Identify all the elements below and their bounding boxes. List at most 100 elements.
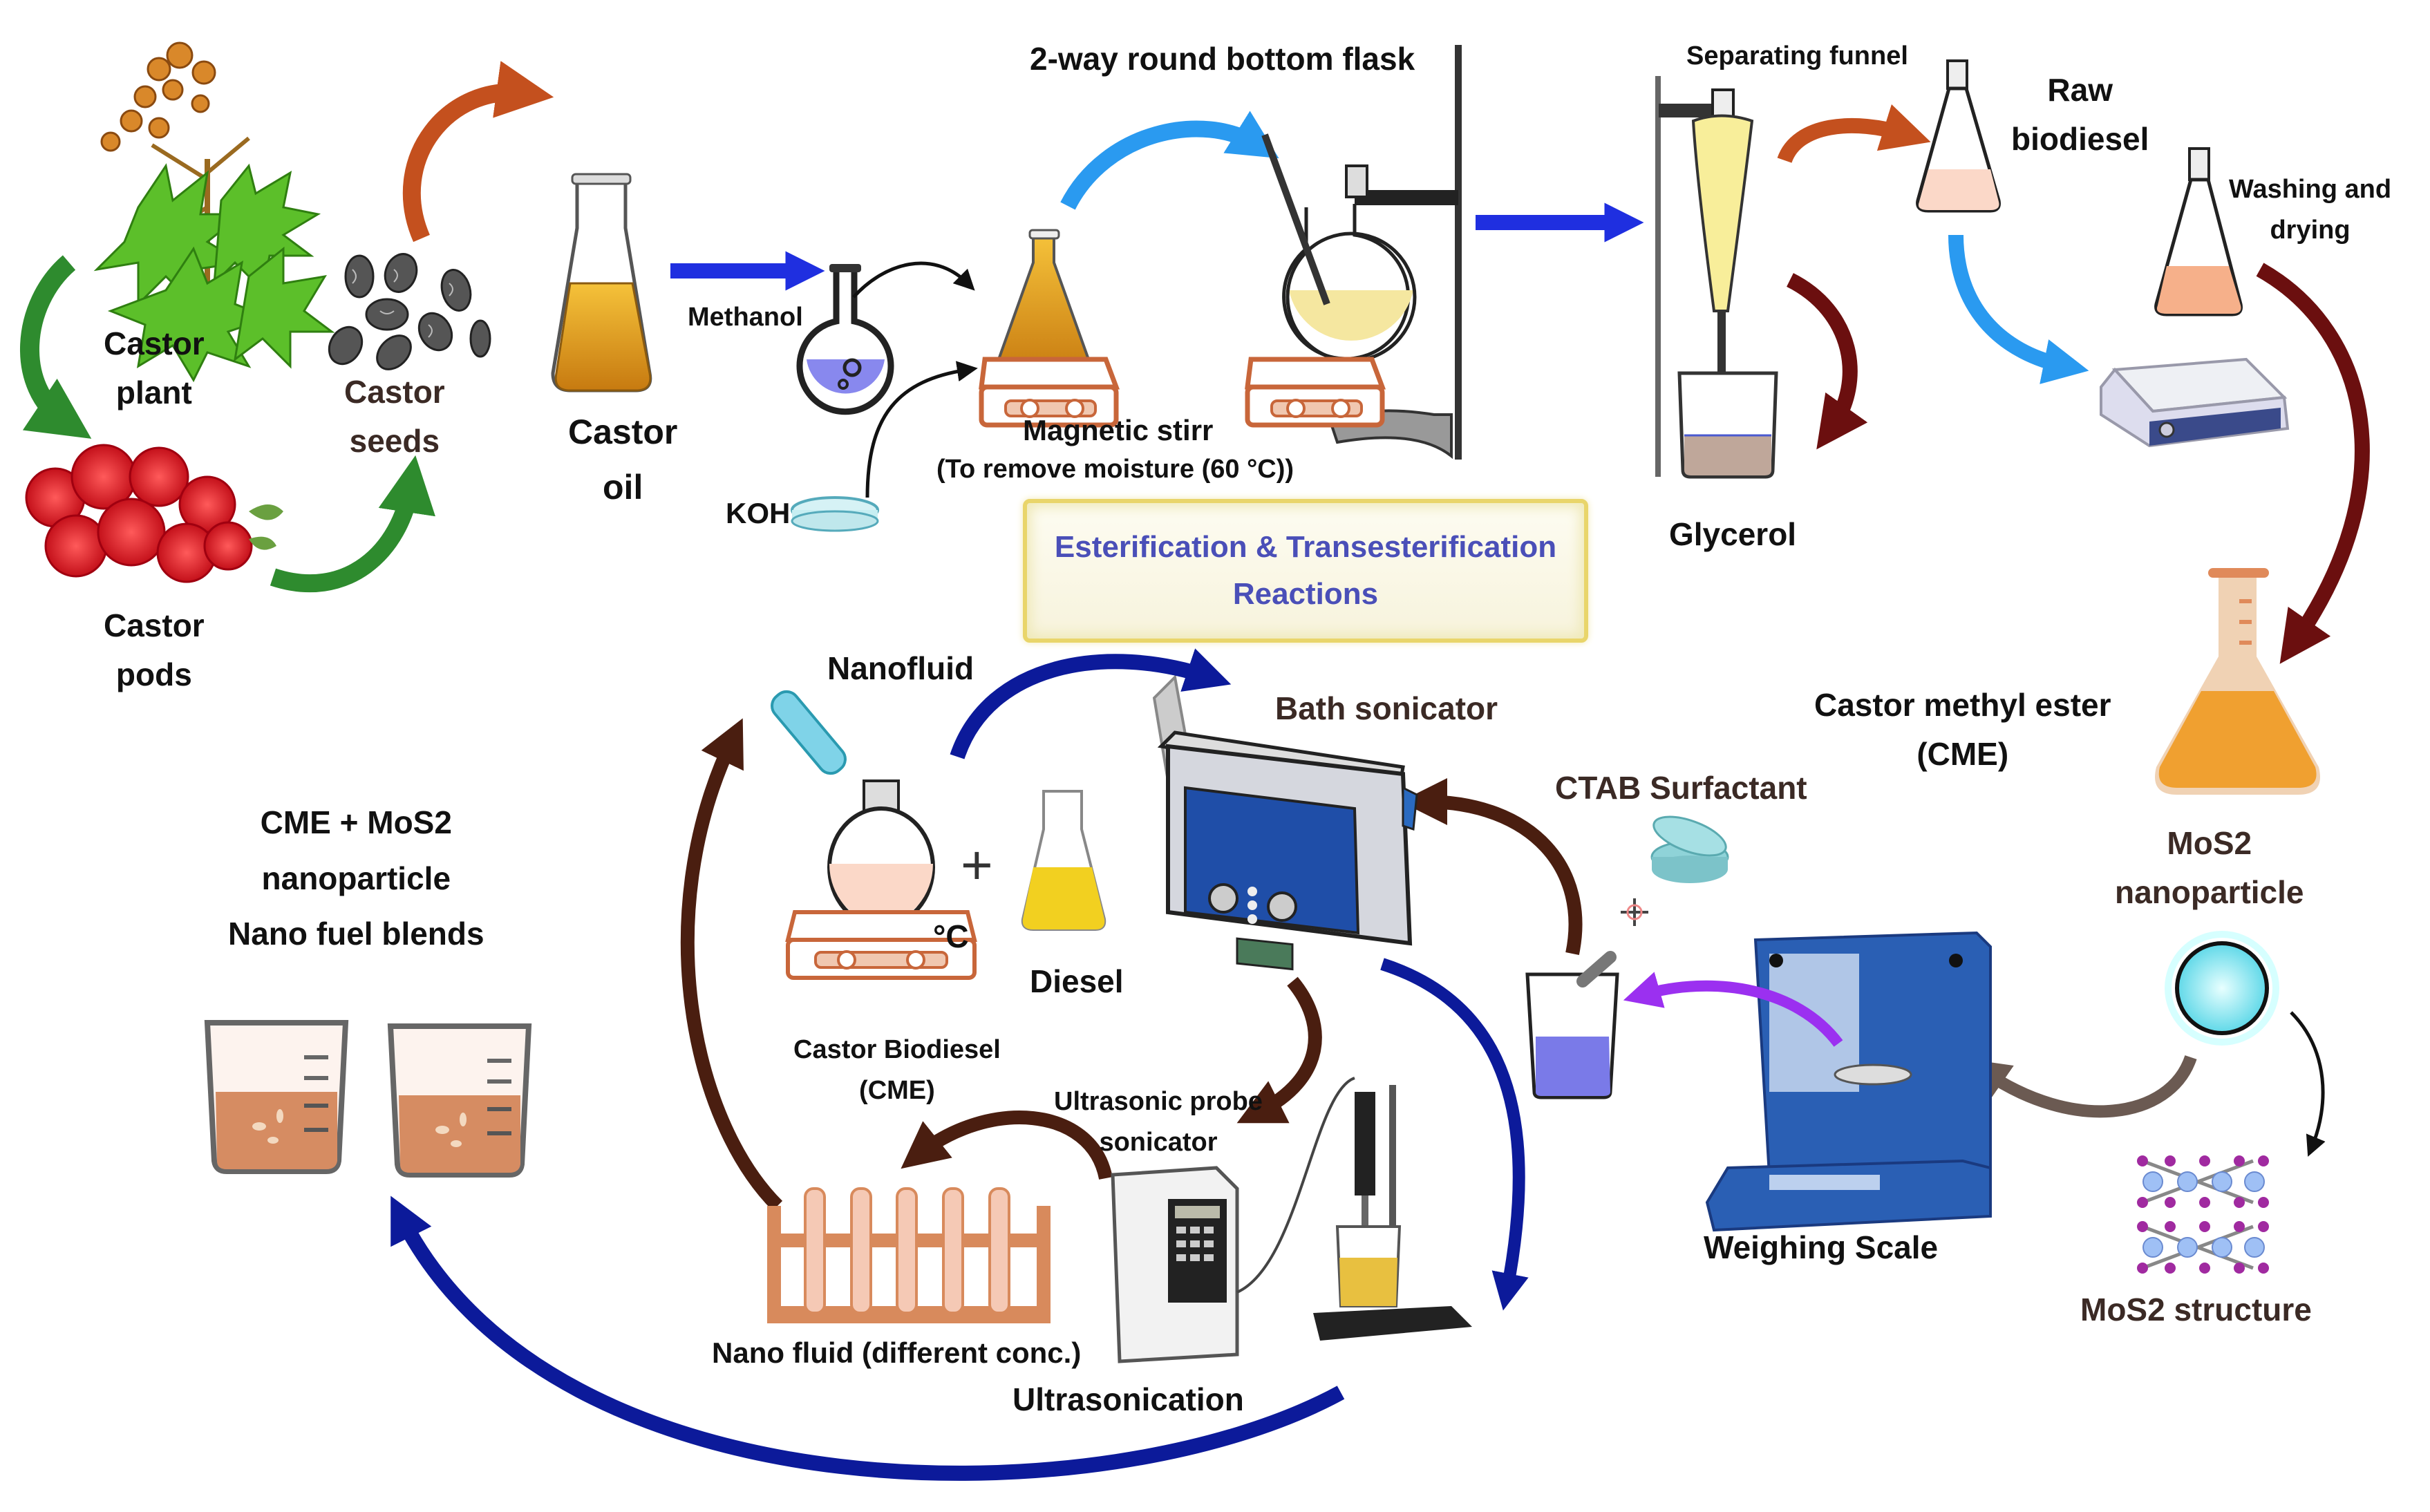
label-line: Ultrasonic probe: [1054, 1087, 1263, 1116]
arrow-nanoparticle-to-structure: [2290, 1011, 2326, 1157]
label-degree-c: °C: [933, 918, 969, 954]
round-bottom-flask-icon: [1245, 45, 1462, 460]
label-glycerol: Glycerol: [1669, 516, 1797, 552]
label-line: nanoparticle: [261, 860, 451, 896]
arrow-stirrer-to-flask: [1060, 111, 1279, 210]
surfactant-beaker-icon: [1525, 951, 1619, 1099]
arrow-raw-to-washing: [1948, 234, 2089, 384]
nanofluid-test-tube-icon: [771, 690, 847, 775]
nano-fuel-blend-beakers-icon: [204, 1020, 532, 1178]
label-moisture-note: (To remove moisture (60 °C)): [936, 455, 1294, 484]
label-line: plant: [115, 375, 192, 411]
arrow-beaker-to-bath: [1400, 778, 1583, 956]
bath-sonicator-icon: [1152, 674, 1418, 971]
label-line: pods: [115, 656, 192, 693]
arrow-seeds-to-oil: [402, 61, 554, 243]
separating-funnel-icon: [1655, 76, 1778, 479]
label-nano-fuel-blends: CME + MoS2 nanoparticle Nano fuel blends: [228, 795, 484, 962]
arrow-funnel-to-raw-biodiesel: [1777, 104, 1931, 164]
label-separating-funnel: Separating funnel: [1686, 41, 1908, 70]
label-line: MoS2: [2167, 825, 2252, 861]
plus-sign: +: [961, 834, 993, 896]
arrow-ultrasonication-to-blends: [390, 1196, 1345, 1481]
label-castor-biodiesel: Castor Biodiesel (CME): [793, 1030, 1001, 1111]
mos2-structure-icon: [2137, 1155, 2269, 1274]
arrow-koh-to-stirrer: [865, 361, 978, 498]
label-line: Raw: [2047, 72, 2113, 108]
koh-dish-icon: [791, 496, 879, 532]
label-line: Castor: [568, 413, 678, 451]
label-line: oil: [603, 468, 643, 507]
label-castor-oil: Castor oil: [568, 404, 677, 515]
label-line: nanoparticle: [2115, 874, 2304, 911]
arrow-bath-to-ultrasonication: [1380, 958, 1529, 1311]
label-line: (CME): [1916, 736, 2009, 773]
label-mos2-structure: MoS2 structure: [2080, 1292, 2312, 1327]
label-washing-drying: Washing and drying: [2229, 169, 2391, 251]
label-line: Nano fuel blends: [228, 916, 484, 952]
castor-seeds-icon: [328, 253, 491, 370]
label-weighing-scale: Weighing Scale: [1704, 1229, 1939, 1265]
diesel-flask-icon: [1021, 790, 1106, 931]
label-methanol: Methanol: [688, 303, 803, 332]
arrow-methanol-to-stirrer: [852, 261, 975, 299]
label-line: Castor: [104, 607, 205, 643]
label-koh: KOH: [726, 497, 791, 529]
label-nano-fluid-conc: Nano fluid (different conc.): [712, 1336, 1082, 1369]
raw-biodiesel-flask-icon: [1916, 59, 2001, 213]
test-tube-rack-icon: [767, 1187, 1051, 1323]
label-mos2-nanoparticle: MoS2 nanoparticle: [2115, 819, 2304, 918]
arrow-funnel-to-glycerol: [1786, 273, 1868, 450]
label-line: (CME): [859, 1075, 935, 1105]
label-line: Castor methyl ester: [1814, 687, 2111, 723]
arrow-pods-to-seeds: [270, 455, 435, 593]
washing-drying-hotplate-icon: [2100, 147, 2290, 448]
label-magnetic-stirr: Magnetic stirr: [1023, 414, 1214, 446]
label-castor-pods: Castor pods: [104, 601, 205, 700]
label-round-bottom-flask: 2-way round bottom flask: [1030, 41, 1415, 77]
arrow-probe-to-tubes: [901, 1111, 1113, 1180]
arrow-washing-to-cme: [2256, 263, 2370, 664]
reaction-box-line: Esterification & Transesterification: [1054, 529, 1557, 564]
arrow-nanoparticle-to-scale: [1966, 1055, 2197, 1118]
mos2-nanoparticle-icon: [2165, 931, 2279, 1046]
label-bath-sonicator: Bath sonicator: [1275, 690, 1498, 726]
label-ultrasonication: Ultrasonication: [1012, 1381, 1244, 1417]
label-raw-biodiesel: Raw biodiesel: [2011, 66, 2149, 164]
arrow-tubes-to-nanofluid: [680, 718, 783, 1211]
castor-biodiesel-flask-icon: [785, 779, 977, 980]
label-line: Washing and: [2229, 175, 2392, 204]
label-castor-seeds: Castor seeds: [344, 368, 445, 466]
label-ultrasonic-probe: Ultrasonic probe sonicator: [1054, 1081, 1263, 1163]
arrow-nanofluid-to-bath: [950, 648, 1232, 759]
weighing-scale-icon: [1705, 931, 1992, 1232]
methanol-flask-icon: [796, 264, 894, 415]
label-line: biodiesel: [2011, 121, 2149, 158]
castor-pods-icon: [12, 442, 283, 591]
arrow-plant-to-pods: [20, 255, 92, 439]
label-line: Castor: [344, 374, 445, 410]
arrow-scale-to-beaker: [1623, 972, 1843, 1047]
label-nanofluid: Nanofluid: [827, 650, 974, 686]
arrow-bath-to-probe: [1236, 976, 1322, 1124]
label-line: sonicator: [1099, 1127, 1218, 1157]
magnetic-stirrer-icon: [979, 229, 1120, 428]
castor-plant-icon: [93, 41, 335, 383]
castor-oil-flask-icon: [551, 173, 652, 393]
label-line: CME + MoS2: [260, 804, 452, 840]
ultrasonic-probe-sonicator-icon: [1111, 1077, 1472, 1363]
label-diesel: Diesel: [1030, 963, 1124, 999]
label-castor-plant: Castor plant: [104, 319, 205, 418]
label-line: drying: [2270, 215, 2351, 245]
label-castor-methyl-ester: Castor methyl ester (CME): [1814, 681, 2111, 779]
ctab-tablets-icon: [1650, 815, 1729, 883]
label-line: Castor: [104, 325, 205, 361]
label-line: Castor Biodiesel: [793, 1035, 1001, 1064]
plus-crosshair-icon: [1621, 898, 1648, 926]
reaction-box: Esterification & Transesterification Rea…: [1023, 499, 1588, 643]
reaction-box-line: Reactions: [1232, 577, 1379, 611]
cme-flask-icon: [2155, 568, 2320, 795]
label-line: seeds: [349, 423, 440, 460]
